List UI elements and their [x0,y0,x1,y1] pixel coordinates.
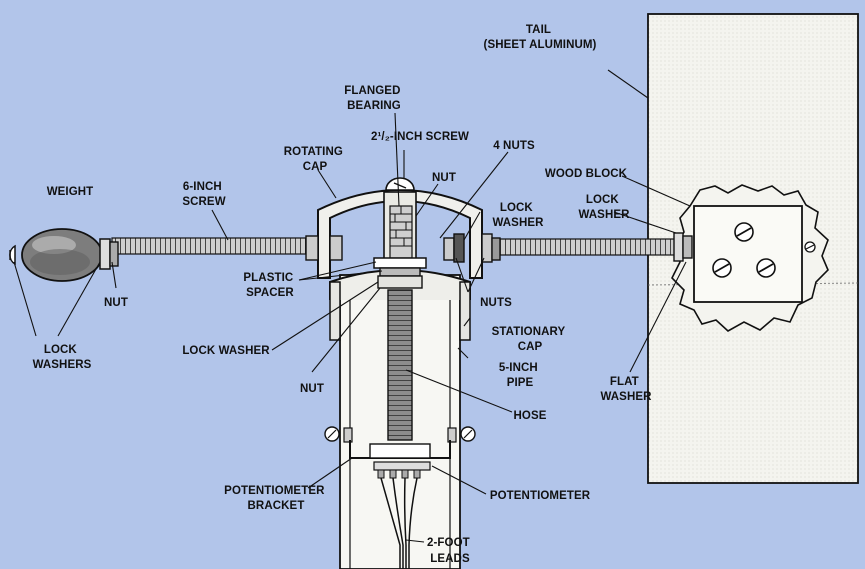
block-nut-washer [673,232,693,262]
label-flanged-bearing: FLANGED BEARING [344,85,404,112]
wood-screw-heads [712,222,816,278]
label-rotating-cap: ROTATING CAP [284,146,346,173]
label-potentiometer: POTENTIOMETER [490,490,591,502]
cap-side-nuts [305,233,501,263]
label-lock-washer-block: LOCK WASHER [578,194,630,221]
label-lock-washer-left: LOCK WASHER [182,345,270,357]
leader-lines [13,69,691,543]
weight [21,228,103,282]
label-four-nuts: 4 NUTS [493,140,535,152]
label-nuts-right: NUTS [480,297,512,309]
label-leads: 2-FOOT LEADS [427,537,473,565]
label-weight: WEIGHT [47,186,94,198]
label-wood-block: WOOD BLOCK [545,168,628,180]
label-plastic-spacer: PLASTIC SPACER [243,272,296,299]
flanged-bearing [389,205,413,259]
labels: TAIL (SHEET ALUMINUM) FLANGED BEARING 2¹… [33,24,652,565]
hose [387,289,413,441]
label-hose: HOSE [514,410,547,422]
pipe-bolts [324,426,476,443]
two-foot-leads [380,477,418,569]
tail-threaded-rod [469,238,683,256]
stationary-cap-skirt-left [329,281,341,341]
rotating-cap [317,189,483,279]
potentiometer [369,443,431,479]
label-pot-bracket: POTENTIOMETER BRACKET [224,485,328,512]
label-six-inch-screw: 6-INCH SCREW [182,181,225,208]
label-nut-top: NUT [432,172,456,184]
label-lock-washer-right: LOCK WASHER [492,202,544,229]
label-lock-washers: LOCK WASHERS [33,344,92,371]
label-tail: TAIL (SHEET ALUMINUM) [484,24,597,51]
label-flat-washer: FLAT WASHER [600,376,652,403]
spacer-and-nuts [373,257,427,289]
label-stationary-cap: STATIONARY CAP [492,326,569,353]
label-nut-low: NUT [300,383,324,395]
top-screw-head [385,177,415,191]
label-five-inch-pipe: 5-INCH PIPE [499,362,541,389]
wood-block [693,205,803,303]
six-inch-threaded-rod [111,237,333,255]
label-screw-2-5: 2¹/₂-INCH SCREW [371,131,469,143]
label-nut-left: NUT [104,297,128,309]
